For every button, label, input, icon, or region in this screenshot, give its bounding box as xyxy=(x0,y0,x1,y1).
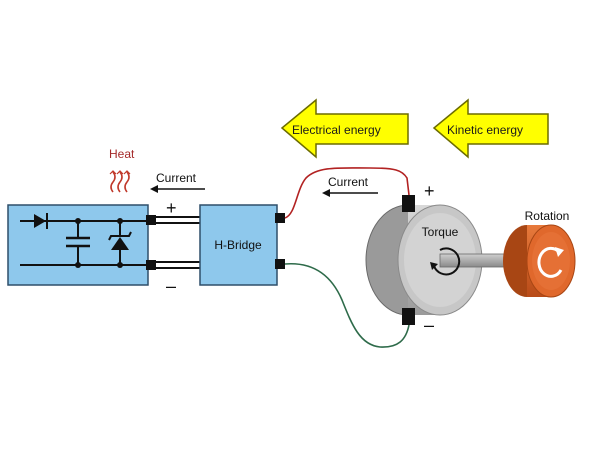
heat-waves-icon xyxy=(109,170,131,193)
torque-label: Torque xyxy=(422,225,459,239)
current-arrow-right: Current xyxy=(322,175,378,197)
rotating-load xyxy=(503,224,576,298)
electrical-energy-label: Electrical energy xyxy=(292,123,381,137)
minus-sign-left: – xyxy=(166,276,176,296)
rotation-label: Rotation xyxy=(525,209,570,223)
plus-sign-right: + xyxy=(424,181,435,201)
h-bridge-block: H-Bridge xyxy=(199,204,285,286)
motor-terminal-bottom xyxy=(402,308,415,325)
zener-diode-icon xyxy=(108,218,132,268)
rotation-arrow-icon xyxy=(537,246,564,278)
h-bridge-label: H-Bridge xyxy=(214,238,262,252)
current-arrow-left: Current xyxy=(150,171,205,193)
positive-wire xyxy=(284,167,410,219)
torque-arrow-icon xyxy=(430,247,461,276)
heat-label: Heat xyxy=(109,147,135,161)
circuit-box xyxy=(7,204,156,286)
capacitor-icon xyxy=(66,218,90,268)
diode-icon xyxy=(34,213,48,229)
plus-sign-left: + xyxy=(166,198,177,218)
motor-terminal-top xyxy=(402,195,415,212)
minus-sign-right: – xyxy=(424,315,434,335)
current-label-left: Current xyxy=(156,171,197,185)
kinetic-energy-label: Kinetic energy xyxy=(447,123,523,137)
dc-bus-wires xyxy=(156,216,202,269)
kinetic-energy-arrow: Kinetic energy xyxy=(432,98,549,159)
electrical-energy-arrow: Electrical energy xyxy=(280,98,409,159)
current-label-right: Current xyxy=(328,175,369,189)
negative-wire xyxy=(284,262,410,348)
